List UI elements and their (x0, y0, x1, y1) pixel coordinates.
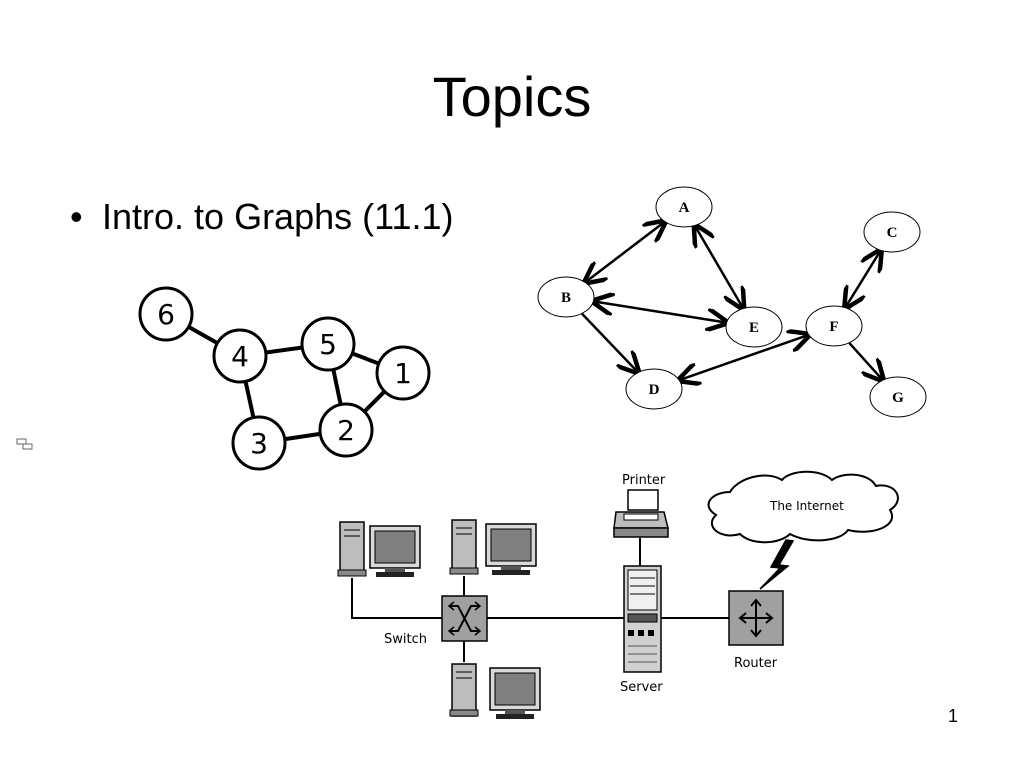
bullet-text: Intro. to Graphs (11.1) (102, 196, 454, 237)
digraph-node-ellipse (863, 211, 921, 253)
tower-icon (449, 663, 479, 717)
graph-node-circle (300, 316, 356, 372)
graph-node-circle (375, 345, 431, 401)
digraph-node-label: E (749, 320, 759, 336)
digraph-node-label: G (892, 390, 904, 406)
digraph-node-label: A (679, 200, 690, 216)
graph-node-label: 2 (337, 414, 355, 447)
network-wires (351, 538, 729, 662)
digraph-node-ellipse (805, 305, 863, 347)
digraph-node-G: G (869, 376, 927, 418)
printer-icon (613, 489, 669, 538)
directed-graph-nodes: A B C D E F G (537, 186, 927, 418)
digraph-edge-B-E (593, 301, 726, 322)
slide-title: Topics (432, 65, 592, 128)
monitor-icon (485, 523, 537, 575)
digraph-node-label: F (829, 319, 838, 335)
printer-label: Printer (622, 473, 666, 488)
router-icon (728, 590, 784, 646)
graph-node-1: 1 (375, 345, 431, 401)
computer-2 (449, 519, 537, 575)
graph-node-label: 3 (250, 427, 268, 460)
monitor-icon (369, 525, 421, 577)
undirected-graph-nodes: 6 4 5 1 3 2 (138, 286, 431, 471)
digraph-node-C: C (863, 211, 921, 253)
digraph-node-ellipse (725, 306, 783, 348)
graph-node-circle (138, 286, 194, 342)
internet-label: The Internet (769, 499, 844, 513)
page-number: 1 (948, 706, 959, 726)
switch-icon (441, 595, 488, 642)
network-diagram: Switch Printer Server (337, 470, 899, 719)
digraph-node-ellipse (869, 376, 927, 418)
lightning-icon (759, 539, 795, 590)
digraph-edge-F-G (848, 341, 883, 380)
digraph-edge-F-C (845, 250, 880, 307)
bullet-symbol: • (70, 196, 83, 237)
directed-graph-edges (582, 222, 883, 381)
undirected-graph: 6 4 5 1 3 2 (138, 286, 431, 471)
wire-pc1-switch (351, 578, 442, 619)
server-icon (623, 565, 662, 673)
digraph-node-ellipse (655, 186, 713, 228)
digraph-edge-A-B (585, 222, 665, 283)
graph-node-label: 4 (231, 340, 249, 373)
cloud-icon (707, 470, 899, 544)
server-label: Server (620, 680, 663, 695)
digraph-node-B: B (537, 276, 595, 318)
graph-node-circle (212, 328, 268, 384)
digraph-node-label: B (561, 290, 571, 306)
digraph-node-label: C (887, 225, 898, 241)
graph-node-5: 5 (300, 316, 356, 372)
digraph-edge-A-E (695, 225, 743, 308)
graph-node-2: 2 (318, 402, 374, 458)
router-label: Router (734, 656, 778, 671)
digraph-node-F: F (805, 305, 863, 347)
placeholder-handle-icon[interactable] (16, 437, 34, 456)
computer-1 (337, 521, 421, 577)
graph-node-4: 4 (212, 328, 268, 384)
digraph-node-ellipse (625, 368, 683, 410)
digraph-node-D: D (625, 368, 683, 410)
graph-node-circle (231, 415, 287, 471)
digraph-edge-D-F (679, 335, 809, 380)
digraph-edge-B-D (580, 312, 638, 373)
digraph-node-A: A (655, 186, 713, 228)
graph-node-circle (318, 402, 374, 458)
graph-node-6: 6 (138, 286, 194, 342)
monitor-icon (489, 667, 541, 719)
graph-node-label: 6 (157, 298, 175, 331)
graph-node-label: 5 (319, 328, 337, 361)
tower-icon (337, 521, 367, 577)
digraph-node-ellipse (537, 276, 595, 318)
graph-node-3: 3 (231, 415, 287, 471)
computer-3 (449, 663, 541, 719)
tower-icon (449, 519, 479, 575)
bullet-item: • Intro. to Graphs (11.1) (70, 193, 454, 241)
digraph-node-label: D (649, 382, 660, 398)
switch-label: Switch (384, 632, 427, 647)
graph-node-label: 1 (394, 357, 412, 390)
digraph-node-E: E (725, 306, 783, 348)
directed-graph: A B C D E F G (537, 186, 927, 418)
